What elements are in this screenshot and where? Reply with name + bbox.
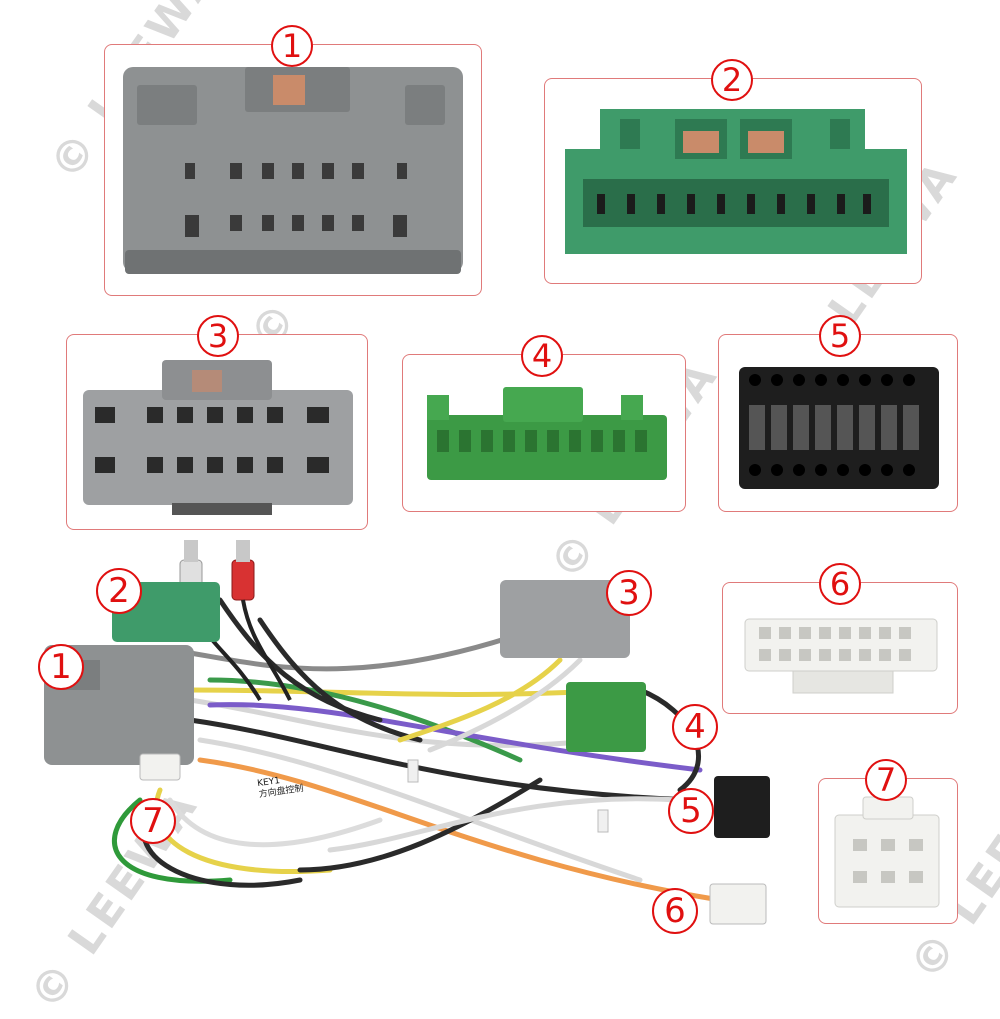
harness-label-3: 3	[606, 570, 652, 616]
harness-label-1: 1	[38, 644, 84, 690]
connector-2-number: 2	[711, 59, 753, 101]
connector-4-image	[427, 387, 667, 480]
connector-1-image	[123, 67, 463, 274]
connector-7-number: 7	[865, 759, 907, 801]
connector-6-image	[744, 618, 938, 694]
connector-2-panel: 2	[544, 59, 922, 284]
connector-1-number: 1	[271, 25, 313, 67]
connector-2-image	[565, 109, 907, 254]
harness-label-6: 6	[652, 888, 698, 934]
harness-label-4: 4	[672, 704, 718, 750]
connector-5-number: 5	[819, 315, 861, 357]
harness-label-5: 5	[668, 788, 714, 834]
connector-6-number: 6	[819, 563, 861, 605]
connector-7-panel: 7	[818, 759, 958, 924]
harness-label-7: 7	[130, 798, 176, 844]
connector-4-panel: 4	[402, 335, 686, 512]
connector-3-image	[83, 360, 353, 515]
connector-5-image	[739, 367, 939, 489]
connector-7-image	[834, 796, 940, 908]
connector-6-panel: 6	[722, 563, 958, 714]
connector-1-panel: 1	[104, 25, 482, 296]
connector-4-number: 4	[521, 335, 563, 377]
harness-label-2: 2	[96, 568, 142, 614]
connector-3-number: 3	[197, 315, 239, 357]
connector-5-panel: 5	[718, 315, 958, 512]
connector-3-panel: 3	[66, 315, 368, 530]
